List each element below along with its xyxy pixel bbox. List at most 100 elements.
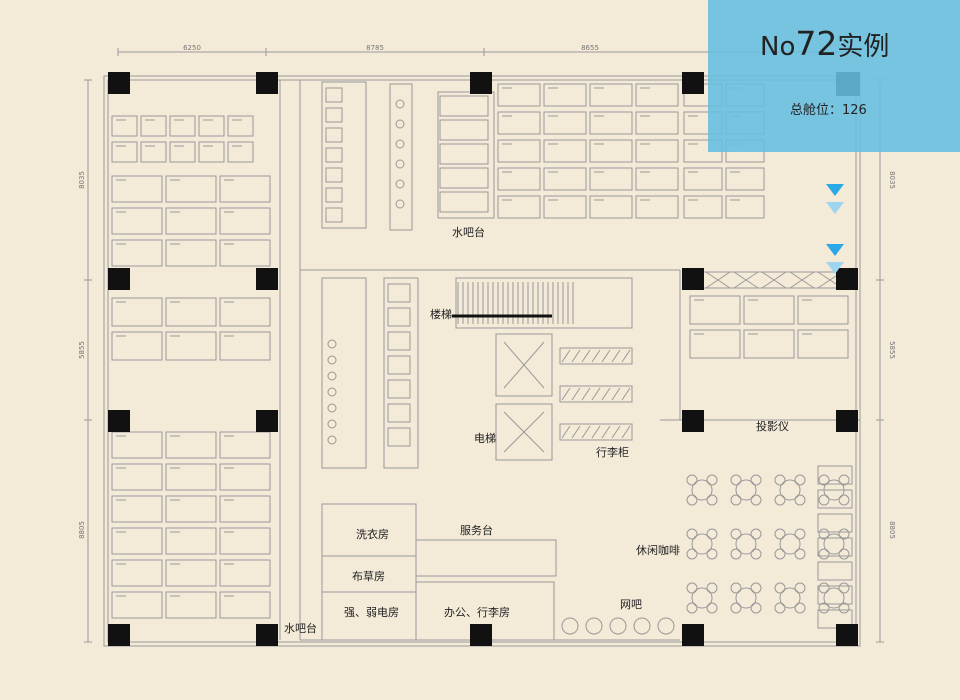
cafe-chair xyxy=(686,602,698,614)
dimension-top-3: 8655 xyxy=(581,44,599,52)
locker-hatch xyxy=(581,387,591,401)
toilet-stall xyxy=(325,167,343,183)
sleeping-pod xyxy=(689,329,741,359)
cafe-chair xyxy=(750,548,762,560)
label-luggage-cabinet: 行李柜 xyxy=(596,445,629,459)
sleeping-pod xyxy=(111,297,163,327)
direction-arrow-light xyxy=(826,202,844,214)
dimension-left-2: 5855 xyxy=(78,341,86,359)
locker-hatch xyxy=(621,425,631,439)
capacity-value: 126 xyxy=(842,103,867,118)
cafe-chair xyxy=(686,494,698,506)
cafe-table xyxy=(691,479,713,501)
sleeping-pod xyxy=(165,559,217,587)
sleeping-pod xyxy=(227,115,254,137)
cafe-chair xyxy=(686,548,698,560)
cafe-chair xyxy=(730,494,742,506)
locker-block xyxy=(437,91,495,219)
label-leisure-cafe: 休闲咖啡 xyxy=(636,543,680,557)
sink xyxy=(395,119,405,129)
sleeping-pod xyxy=(219,207,271,235)
sleeping-pod xyxy=(111,527,163,555)
sleeping-pod xyxy=(497,167,541,191)
sleeping-pod xyxy=(543,83,587,107)
sleeping-pod xyxy=(111,591,163,619)
cafe-chair xyxy=(794,602,806,614)
sleeping-pod xyxy=(635,111,679,135)
sleeping-pod xyxy=(165,297,217,327)
cafe-chair xyxy=(774,494,786,506)
locker xyxy=(439,119,489,141)
sleeping-pod xyxy=(219,495,271,523)
dimension-left-1: 8035 xyxy=(78,171,86,189)
locker-hatch xyxy=(581,425,591,439)
luggage-locker-row xyxy=(559,347,633,365)
title-prefix: No xyxy=(760,32,796,62)
luggage-locker-row xyxy=(559,385,633,403)
dimension-left-3: 8805 xyxy=(78,521,86,539)
direction-arrow xyxy=(826,184,844,196)
cafe-chair xyxy=(818,494,830,506)
sleeping-pod xyxy=(198,115,225,137)
sleeping-pod xyxy=(543,167,587,191)
urinal xyxy=(327,339,337,349)
sleeping-pod xyxy=(497,111,541,135)
cafe-table xyxy=(691,533,713,555)
cafe-table xyxy=(823,533,845,555)
cafe-chair xyxy=(838,548,850,560)
sleeping-pod xyxy=(165,527,217,555)
cafe-chair xyxy=(706,582,718,594)
cafe-chair xyxy=(794,494,806,506)
sleeping-pod xyxy=(111,115,138,137)
cafe-chair xyxy=(818,548,830,560)
structural-column xyxy=(682,410,704,432)
structural-column xyxy=(108,268,130,290)
toilet-stall xyxy=(387,283,411,303)
cafe-chair xyxy=(838,602,850,614)
structural-column xyxy=(256,268,278,290)
wall-line xyxy=(761,271,787,289)
cafe-chair xyxy=(774,528,786,540)
sleeping-pod xyxy=(111,331,163,361)
title-number: 72 xyxy=(795,24,838,63)
sleeping-pod xyxy=(219,463,271,491)
cafe-table xyxy=(823,587,845,609)
cafe-chair xyxy=(818,602,830,614)
dimension-right-3: 8805 xyxy=(888,521,896,539)
structural-column xyxy=(470,624,492,646)
dimension-top-2: 8785 xyxy=(366,44,384,52)
sleeping-pod xyxy=(111,207,163,235)
toilet-stall xyxy=(325,147,343,163)
sleeping-pod xyxy=(111,495,163,523)
sleeping-pod xyxy=(689,295,741,325)
cafe-booth xyxy=(817,561,853,581)
cafe-table xyxy=(779,533,801,555)
info-panel: No72实例 总舱位：126 xyxy=(708,0,960,152)
cafe-booth xyxy=(817,465,853,485)
locker xyxy=(439,95,489,117)
sleeping-pod xyxy=(169,141,196,163)
label-laundry: 洗衣房 xyxy=(356,527,389,541)
sleeping-pod xyxy=(635,83,679,107)
cafe-chair xyxy=(706,548,718,560)
internet-seat xyxy=(657,617,675,635)
locker xyxy=(439,167,489,189)
cafe-table xyxy=(779,479,801,501)
sleeping-pod xyxy=(743,295,795,325)
label-water-bar-bottom: 水吧台 xyxy=(284,621,317,635)
cafe-chair xyxy=(750,528,762,540)
locker-hatch xyxy=(611,387,621,401)
structural-column xyxy=(256,624,278,646)
structural-column xyxy=(836,268,858,290)
internet-seat xyxy=(561,617,579,635)
locker-hatch xyxy=(571,387,581,401)
label-water-bar-top: 水吧台 xyxy=(452,225,485,239)
sleeping-pod xyxy=(111,463,163,491)
elevator-cross xyxy=(503,411,545,453)
toilet-stall xyxy=(387,307,411,327)
locker-hatch xyxy=(561,387,571,401)
sink xyxy=(395,139,405,149)
cafe-table xyxy=(735,533,757,555)
structural-column xyxy=(108,410,130,432)
sleeping-pod xyxy=(165,175,217,203)
